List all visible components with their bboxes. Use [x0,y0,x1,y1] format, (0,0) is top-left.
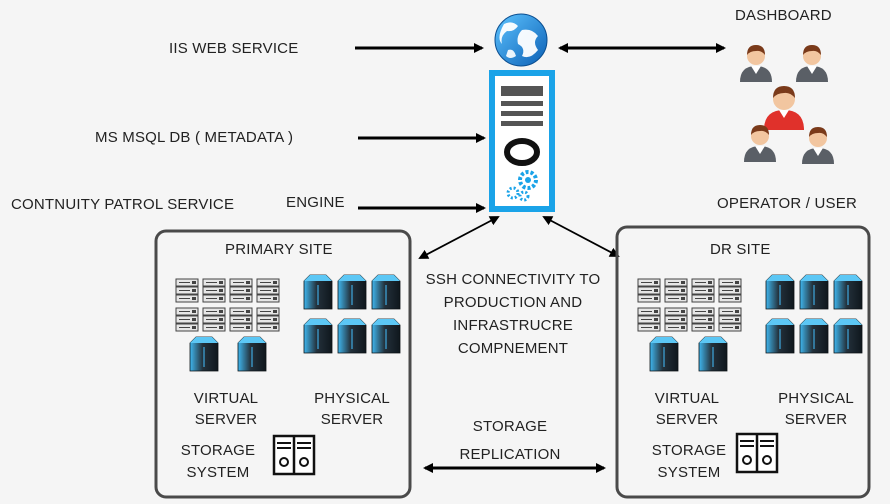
primary-virtual-line-1: VIRTUAL [193,390,259,407]
dr-physical-server-label: PHYSICAL SERVER [766,388,866,430]
storage-system-icon [735,432,779,474]
dr-physical-line-1: PHYSICAL [778,390,854,407]
users-group-icon [740,45,834,164]
dr-site-box [615,225,871,499]
server-tower-icon [489,70,555,212]
primary-site-title: PRIMARY SITE [225,241,333,258]
primary-storage-label: STORAGE SYSTEM [170,440,266,484]
dr-storage-label: STORAGE SYSTEM [641,440,737,484]
dr-storage-line-2: SYSTEM [657,464,721,481]
iis-web-service-label: IIS WEB SERVICE [169,40,299,57]
storage-replication-label: STORAGE REPLICATION [450,413,570,469]
physical-server-icon [765,274,863,354]
storage-system-icon [272,434,316,476]
ssh-line-1: SSH CONNECTIVITY TO [425,271,601,288]
engine-label: ENGINE [286,194,345,211]
arrow-server-primary [418,216,500,259]
arrow-server-dr [542,216,620,257]
cp-service-label: CONTNUITY PATROL SERVICE [11,196,235,213]
ssh-connectivity-label: SSH CONNECTIVITY TO PRODUCTION AND INFRA… [413,268,613,360]
storage-replication-line-2: REPLICATION [459,446,561,463]
ssh-line-3: INFRASTRUCRE [453,317,573,334]
gears-icon [506,170,538,202]
dashboard-label: DASHBOARD [735,7,832,24]
dr-virtual-line-1: VIRTUAL [654,390,720,407]
primary-virtual-server-label: VIRTUAL SERVER [176,388,276,430]
primary-physical-line-2: SERVER [320,411,384,428]
primary-virtual-line-2: SERVER [194,411,258,428]
dr-physical-line-2: SERVER [784,411,848,428]
dr-site-title: DR SITE [710,241,771,258]
primary-site-box [154,229,412,499]
globe-icon [494,13,548,67]
msql-db-label: MS MSQL DB ( METADATA ) [95,129,294,146]
dr-virtual-server-label: VIRTUAL SERVER [637,388,737,430]
dr-storage-line-1: STORAGE [651,442,727,459]
ssh-line-4: COMPNEMENT [457,340,569,357]
dr-virtual-line-2: SERVER [655,411,719,428]
physical-server-icon [303,274,401,354]
virtual-server-icon [638,279,741,372]
virtual-server-icon [176,279,279,372]
storage-replication-line-1: STORAGE [472,418,548,435]
primary-physical-line-1: PHYSICAL [314,390,390,407]
primary-storage-line-2: SYSTEM [186,464,250,481]
primary-physical-server-label: PHYSICAL SERVER [302,388,402,430]
ssh-line-2: PRODUCTION AND [443,294,583,311]
primary-storage-line-1: STORAGE [180,442,256,459]
operator-user-label: OPERATOR / USER [717,195,857,212]
